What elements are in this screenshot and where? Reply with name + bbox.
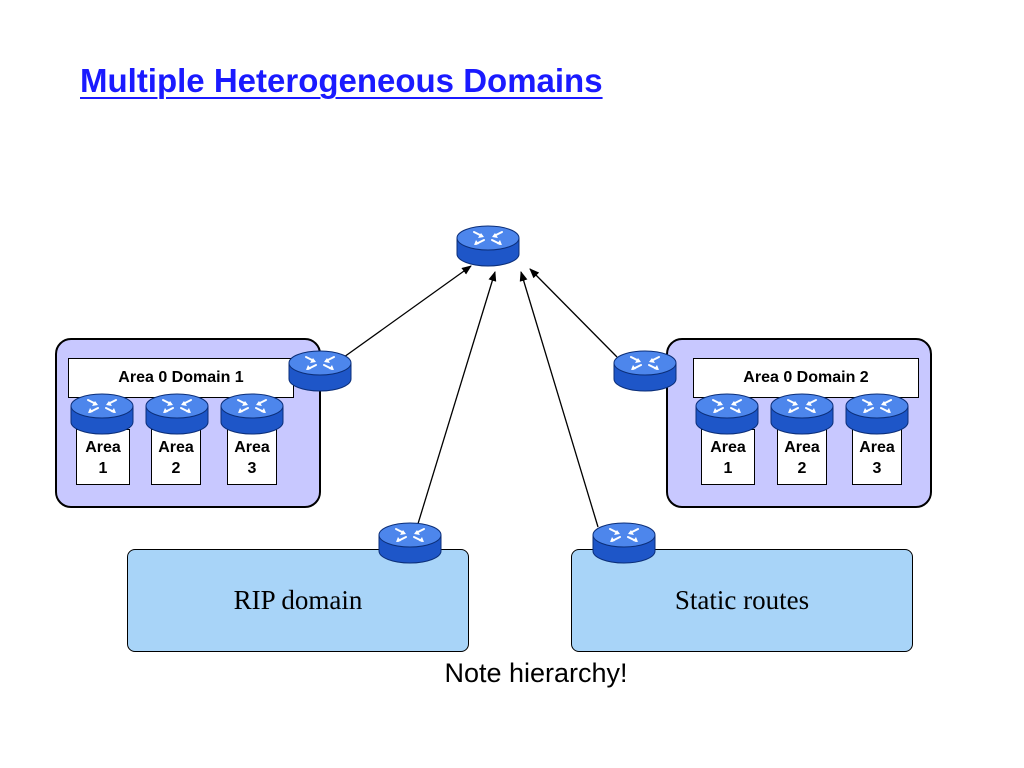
static-routes-label: Static routes [674,585,810,615]
domain2-area3-router-icon [844,392,910,436]
link-domain2-to-core [529,268,618,358]
note-text: Note hierarchy! [444,658,628,688]
domain2-area2-router-icon [769,392,835,436]
domain2-border-router-icon [612,349,678,393]
link-domain1-to-core [343,265,472,358]
rip-domain-label: RIP domain [233,585,363,615]
domain1-area3-router-icon [219,392,285,436]
rip-border-router-icon [377,521,443,565]
static-routes-domain: Static routes [571,549,913,652]
domain1-area2-router-icon [144,392,210,436]
core-router-icon [455,224,521,268]
static-border-router-icon [591,521,657,565]
link-rip-to-core [416,271,497,528]
rip-domain: RIP domain [127,549,469,652]
domain1-area1-router-icon [69,392,135,436]
domain1-border-router-icon [287,349,353,393]
domain2-area1-router-icon [694,392,760,436]
area0-domain-2-label: Area 0 Domain 2 [693,358,919,398]
link-static-to-core [519,271,599,528]
slide-title: Multiple Heterogeneous Domains [80,62,603,99]
